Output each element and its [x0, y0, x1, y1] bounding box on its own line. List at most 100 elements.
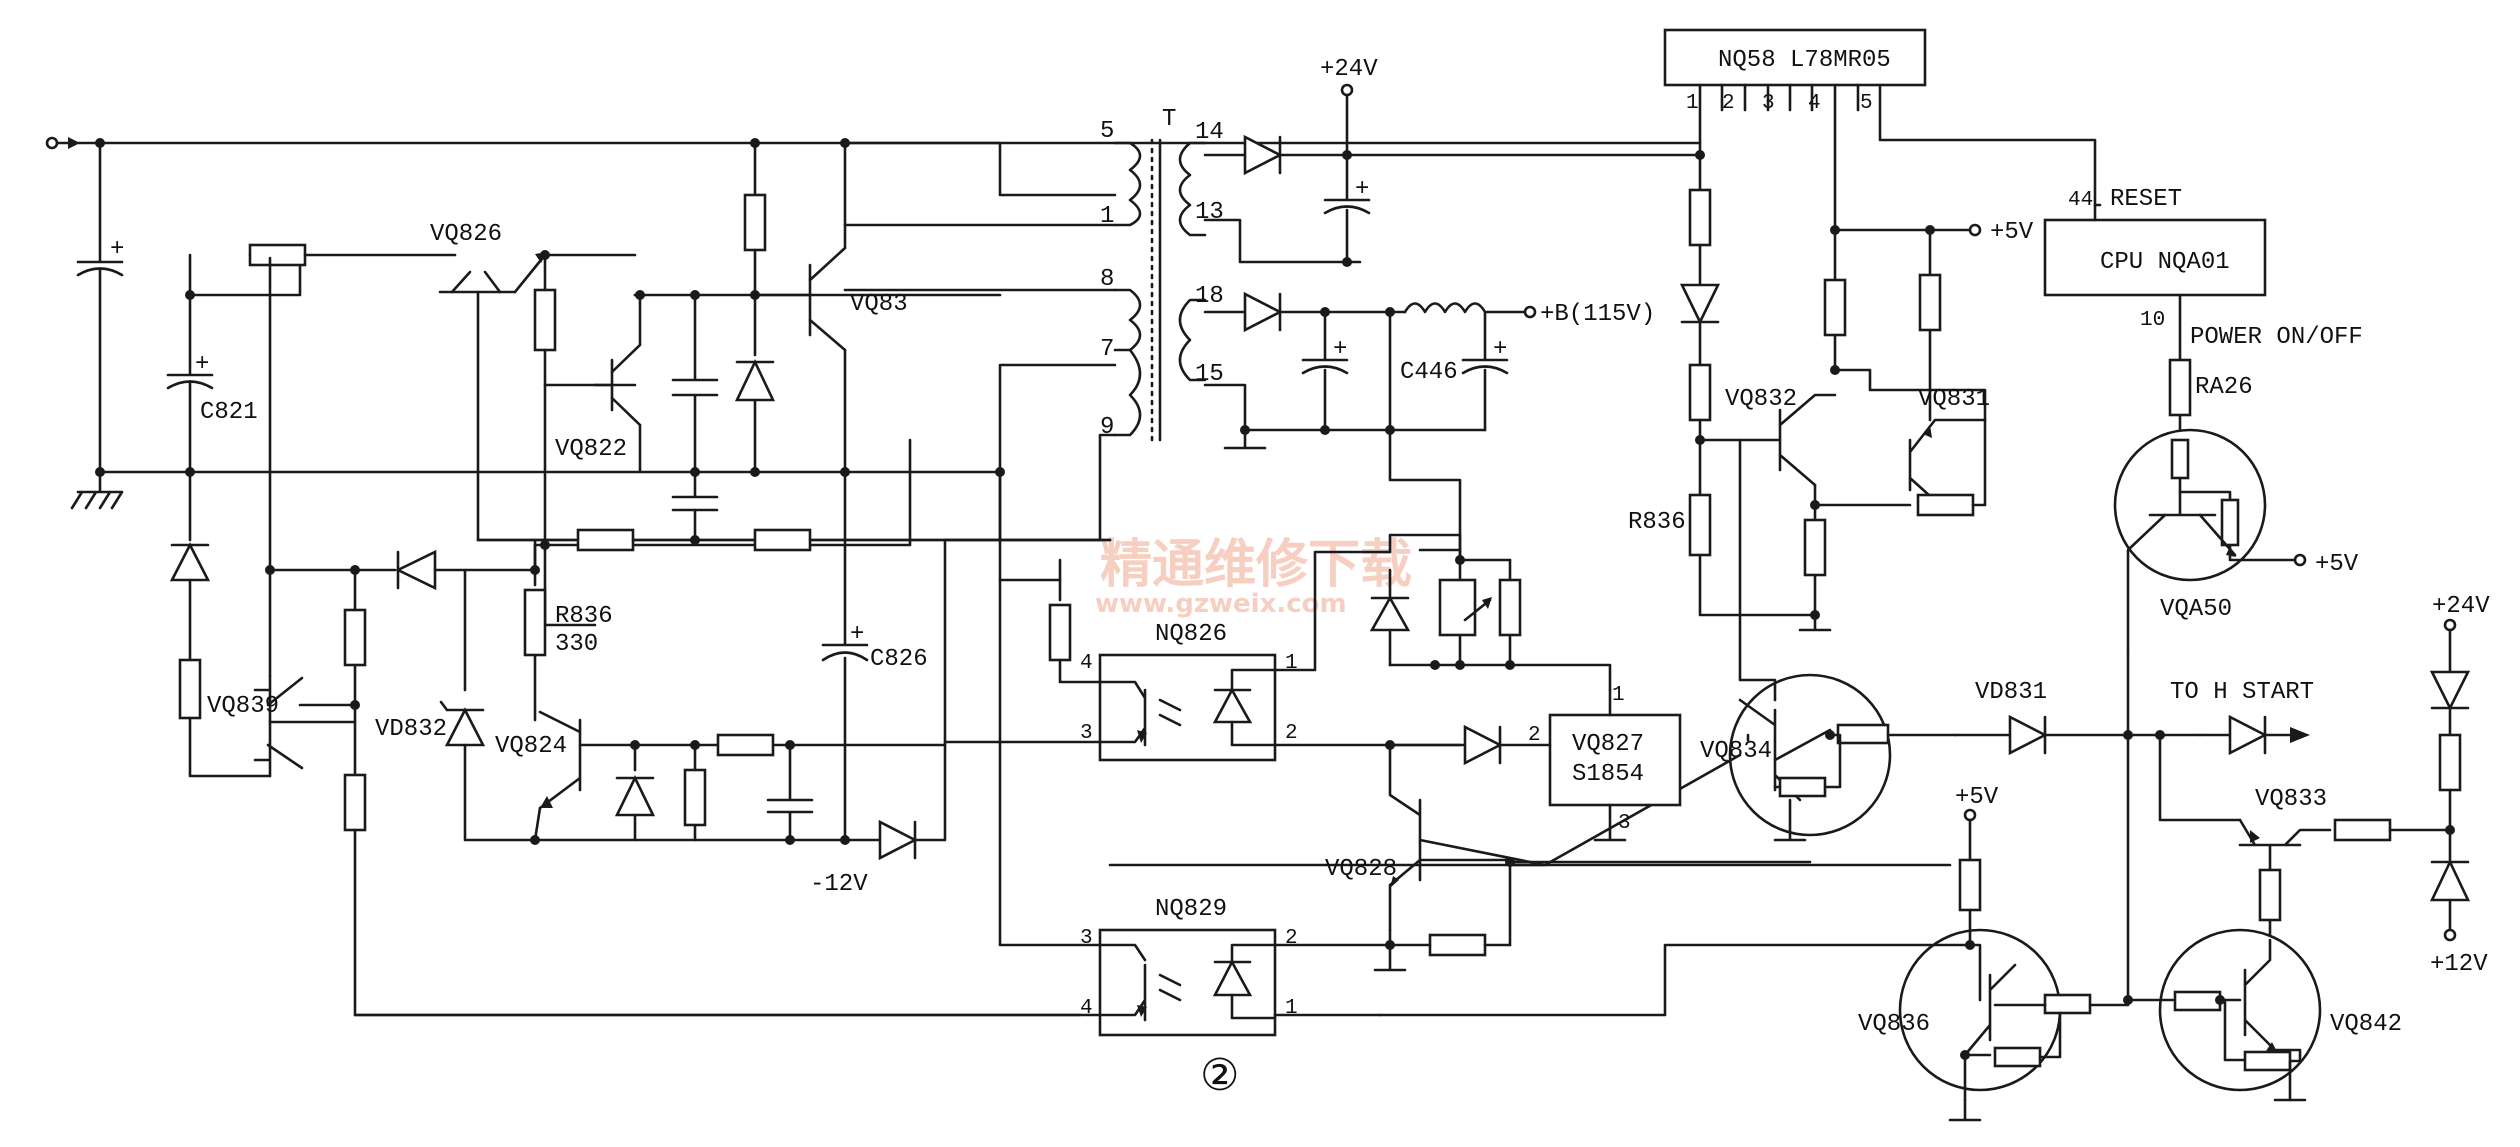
svg-text:+: +: [195, 351, 209, 378]
label-plus12-r: +12V: [2430, 951, 2488, 978]
nq826-box: [1098, 653, 1277, 762]
pin15: 15: [1195, 361, 1224, 388]
svg-text:+: +: [110, 236, 124, 263]
vq827-box: [1548, 713, 1682, 807]
label-ra26: RA26: [2195, 374, 2253, 401]
svg-text:+: +: [1333, 336, 1347, 363]
svg-text:+: +: [850, 621, 864, 648]
vq833-transistor: VQ833: [2238, 786, 2455, 942]
reg-pin2: 2: [1722, 92, 1735, 115]
label-minus12: -12V: [810, 871, 868, 898]
nq829-pin1: 1: [1285, 997, 1298, 1020]
label-plus5-b: +5V: [2315, 551, 2359, 578]
vq827-ic: VQ827 S1854 1 2 3: [1385, 684, 1682, 842]
vqa50-circle: [2113, 428, 2267, 582]
cpu-label: CPU NQA01: [2100, 249, 2230, 276]
watermark-url: www.gzweix.com: [1095, 589, 1347, 619]
pin5: 5: [1100, 118, 1114, 145]
label-vd832: VD832: [375, 716, 447, 743]
vq827-pin3: 3: [1618, 812, 1631, 835]
regulator-nq58: NQ58 L78MR05 1 2 3 4 5 +5V: [1663, 28, 2102, 246]
feedback-diode-row: [298, 438, 1082, 1017]
cpu-box: [2043, 218, 2267, 297]
secondary-115v: +B(115V) + + C446: [1203, 291, 1655, 562]
reset-pin: 44: [2068, 189, 2093, 212]
nq826-pin3: 3: [1080, 722, 1093, 745]
reg-pin1: 1: [1686, 92, 1699, 115]
secondary-24v: +24V +: [1203, 56, 1702, 267]
label-vq828: VQ828: [1325, 856, 1397, 883]
optocoupler-nq829: NQ829 3 4 2 1 ②: [353, 578, 1392, 1101]
label-vq831: VQ831: [1918, 386, 1990, 413]
nq826-pin2: 2: [1285, 722, 1298, 745]
label-vq827: VQ827: [1572, 731, 1644, 758]
label-vq842: VQ842: [2330, 1011, 2402, 1038]
vq842-transistor: VQ842: [2126, 928, 2402, 1102]
label-nq826: NQ826: [1155, 621, 1227, 648]
vqa50-transistor: +5V VQA50: [2113, 428, 2359, 1002]
mid-resistor-chain: [476, 470, 1112, 552]
cpu-block: CPU NQA01 44 RESET 10 POWER ON/OFF RA26: [2043, 186, 2363, 442]
label-vq824: VQ824: [495, 733, 567, 760]
c826-branch: + C826 -12V: [810, 470, 947, 898]
pin13: 13: [1195, 199, 1224, 226]
regulator-title: NQ58 L78MR05: [1718, 47, 1891, 74]
label-vq836: VQ836: [1858, 1011, 1930, 1038]
nq829-pin4: 4: [1080, 997, 1093, 1020]
pin8: 8: [1100, 266, 1114, 293]
label-plus5-a: +5V: [1990, 219, 2034, 246]
label-s1854: S1854: [1572, 761, 1644, 788]
nq829-pin2: 2: [1285, 927, 1298, 950]
vq828-transistor: VQ828: [1325, 743, 1952, 972]
pin7: 7: [1100, 336, 1114, 363]
label-plus5-c: +5V: [1955, 784, 1999, 811]
terminal-300v: [45, 136, 59, 150]
label-transformer: T: [1162, 106, 1176, 133]
label-c821: C821: [200, 399, 258, 426]
label-hstart: TO H START: [2170, 679, 2314, 706]
watermark-chinese: 精通维修下载: [1100, 535, 1412, 595]
input-section: +: [45, 136, 1702, 510]
label-r836a: R836: [555, 603, 613, 630]
transformer-t: T 5 1 8 7 9 14 13 18 15: [843, 106, 1224, 582]
pin9: 9: [1100, 414, 1114, 441]
label-vqa50: VQA50: [2160, 596, 2232, 623]
reg-pin4: 4: [1808, 92, 1821, 115]
vq822-region: VQ822: [533, 138, 1002, 627]
label-vd831: VD831: [1975, 679, 2047, 706]
label-c826: C826: [870, 646, 928, 673]
nq829-pin3: 3: [1080, 927, 1093, 950]
vq839-transistor: VQ839: [207, 256, 360, 778]
reset-label: RESET: [2110, 186, 2182, 213]
label-vq833: VQ833: [2255, 786, 2327, 813]
vq836-transistor: +5V VQ836: [1378, 784, 2133, 1122]
label-vq83: VQ83: [850, 291, 908, 318]
pin1: 1: [1100, 203, 1114, 230]
label-nq829: NQ829: [1155, 896, 1227, 923]
svg-text:+: +: [1355, 176, 1369, 203]
label-plus24: +24V: [1320, 56, 1378, 83]
vd831-hstart: VD831 TO H START: [1953, 679, 2314, 822]
vq834-circle: [1728, 673, 1892, 837]
vq827-input-network: [1338, 533, 1612, 692]
vq824-region: VD832 R836 330 VQ824: [375, 538, 947, 845]
nq826-pin1: 1: [1285, 652, 1298, 675]
power-pin: 10: [2140, 309, 2165, 332]
label-vq834: VQ834: [1700, 738, 1772, 765]
label-r836b: R836: [1628, 509, 1686, 536]
regulator-box: [1663, 28, 1927, 87]
pin14: 14: [1195, 119, 1224, 146]
pin18: 18: [1195, 283, 1224, 310]
reg-pin5: 5: [1860, 92, 1873, 115]
vq827-pin1: 1: [1612, 684, 1625, 707]
svg-text:+: +: [1493, 336, 1507, 363]
figure-number: ②: [1200, 1050, 1239, 1101]
vq832-vq831-region: R836 VQ832 VQ831: [1628, 153, 1990, 632]
vq826-transistor: VQ826: [430, 221, 1112, 542]
label-c446: C446: [1400, 359, 1458, 386]
vq83-transistor: VQ83: [753, 138, 1117, 477]
nq826-pin4: 4: [1080, 652, 1093, 675]
label-vq822: VQ822: [555, 436, 627, 463]
